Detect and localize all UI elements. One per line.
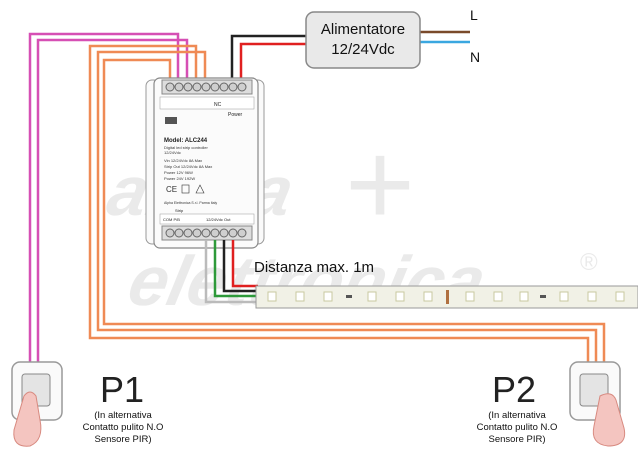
led-9: [519, 291, 529, 302]
mains-line-label: L: [470, 7, 478, 23]
bottom-terminal-1: [165, 228, 175, 238]
bottom-terminal-5: [201, 228, 211, 238]
resistor-marks: [346, 290, 546, 304]
led-7: [465, 291, 475, 302]
p2-finger-icon: [592, 393, 626, 447]
p1-magenta-wires: [28, 32, 189, 385]
bottom-terminal-2: [174, 228, 184, 238]
power-supply-box: [305, 11, 421, 69]
mains-neutral-label: N: [470, 49, 480, 65]
p1-note-3: Sensore PIR): [94, 434, 151, 445]
led-12: [615, 291, 625, 302]
bottom-terminal-7: [219, 228, 229, 238]
p1-push-button: [11, 361, 63, 447]
power-supply-voltage: 12/24Vdc: [331, 41, 395, 58]
wire-strip-green: [213, 240, 258, 298]
label-strip-bottom: [159, 213, 255, 225]
top-terminal-5: [201, 82, 211, 92]
p1-finger-icon: [13, 391, 42, 447]
top-terminal-block: [161, 79, 253, 95]
top-terminal-1: [165, 82, 175, 92]
led-2: [295, 291, 305, 302]
p2-note-3: Sensore PIR): [488, 434, 545, 445]
led-5: [395, 291, 405, 302]
wire-p1-magenta-b: [36, 38, 189, 385]
bottom-right-label: 12/24Vdc Out: [206, 217, 231, 222]
spec-vin: Vin 12/24Vdc 8A Max: [164, 158, 202, 163]
led-strip: [255, 285, 638, 309]
bottom-terminal-4: [192, 228, 202, 238]
wire-strip-white: [204, 240, 258, 304]
wire-p1-magenta-a: [28, 32, 180, 385]
watermark-plus: +: [345, 117, 415, 251]
led-1: [267, 291, 277, 302]
power-supply-title: Alimentatore: [321, 21, 405, 38]
top-terminal-7: [219, 82, 229, 92]
strip-label: Strip: [175, 208, 184, 213]
p1-note-1: (In alternativa: [94, 410, 152, 421]
wire-psu-black: [230, 34, 306, 80]
certification-marks: CE: [166, 184, 205, 194]
top-terminal-2: [174, 82, 184, 92]
led-10: [559, 291, 569, 302]
wire-strip-red: [231, 240, 258, 288]
top-terminal-6: [210, 82, 220, 92]
bottom-terminal-3: [183, 228, 193, 238]
controller-model: Model: ALC244: [164, 138, 208, 144]
led-8: [493, 291, 503, 302]
p1-note-2: Contatto pulito N.O: [83, 422, 164, 433]
bottom-terminal-8: [228, 228, 238, 238]
p2-note-2: Contatto pulito N.O: [477, 422, 558, 433]
top-terminal-3: [183, 82, 193, 92]
controller-description-1: Digital led strip controller: [164, 145, 208, 150]
p2-push-button: [569, 361, 626, 447]
manufacturer-text: Alpha Elettronica S.r.l. Parma Italy: [164, 201, 217, 205]
bottom-terminal-block: [161, 225, 253, 241]
p2-title: P2: [492, 369, 536, 410]
wire-p2-orange-b: [96, 50, 598, 370]
spec-strip: Strip Out 12/24Vdc 8A Max: [164, 164, 212, 169]
bottom-left-label: COM P/B: [163, 217, 180, 222]
led-6: [423, 291, 433, 302]
orange-wires: [88, 44, 606, 370]
nc-label: NC: [214, 102, 222, 108]
wire-strip-black: [222, 240, 258, 293]
controller-alc244: NC Power Model: ALC244 Digital led strip…: [145, 77, 265, 249]
spec-power-2: Power 24V 192W: [164, 176, 195, 181]
led-4: [367, 291, 377, 302]
led-3: [323, 291, 333, 302]
top-terminal-8: [228, 82, 238, 92]
p1-title: P1: [100, 369, 144, 410]
controller-description-2: 12/24Vdc: [164, 150, 181, 155]
p2-note-1: (In alternativa: [488, 410, 546, 421]
watermark-registered: ®: [580, 249, 598, 276]
svg-text:CE: CE: [166, 185, 177, 194]
led-11: [587, 291, 597, 302]
wire-psu-red: [239, 42, 306, 80]
power-label: Power: [228, 112, 243, 118]
bottom-terminal-9: [237, 228, 247, 238]
distance-label: Distanza max. 1m: [254, 259, 374, 276]
wire-p1-orange-c: [102, 58, 606, 370]
brand-logo: [165, 117, 177, 124]
bottom-terminal-6: [210, 228, 220, 238]
spec-power-1: Power 12V 96W: [164, 170, 193, 175]
label-strip-top: [159, 96, 255, 110]
top-terminal-9: [237, 82, 247, 92]
top-terminal-4: [192, 82, 202, 92]
